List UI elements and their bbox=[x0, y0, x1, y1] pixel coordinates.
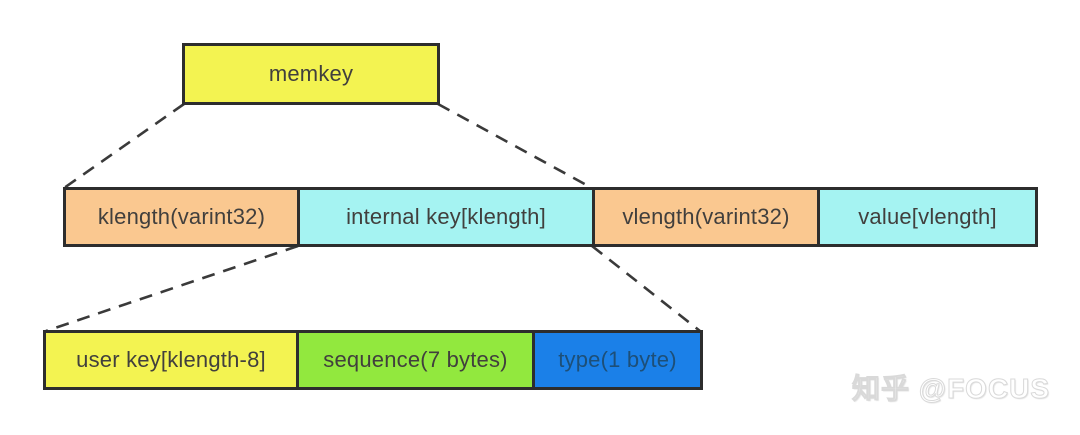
connector-memkey-left bbox=[63, 102, 185, 190]
box-sequence: sequence(7 bytes) bbox=[296, 330, 535, 390]
watermark-zhihu-focus: 知乎 @FOCUS bbox=[851, 373, 1051, 405]
box-type: type(1 byte) bbox=[532, 330, 703, 390]
box-memkey: memkey bbox=[182, 43, 440, 105]
connector-memkey-right bbox=[437, 102, 593, 190]
box-value: value[vlength] bbox=[817, 187, 1038, 247]
box-user-key: user key[klength-8] bbox=[43, 330, 299, 390]
box-internal-key: internal key[klength] bbox=[297, 187, 595, 247]
connector-internalkey-right bbox=[591, 244, 701, 333]
box-klength: klength(varint32) bbox=[63, 187, 300, 247]
box-vlength: vlength(varint32) bbox=[592, 187, 820, 247]
connector-internalkey-left bbox=[45, 244, 299, 333]
